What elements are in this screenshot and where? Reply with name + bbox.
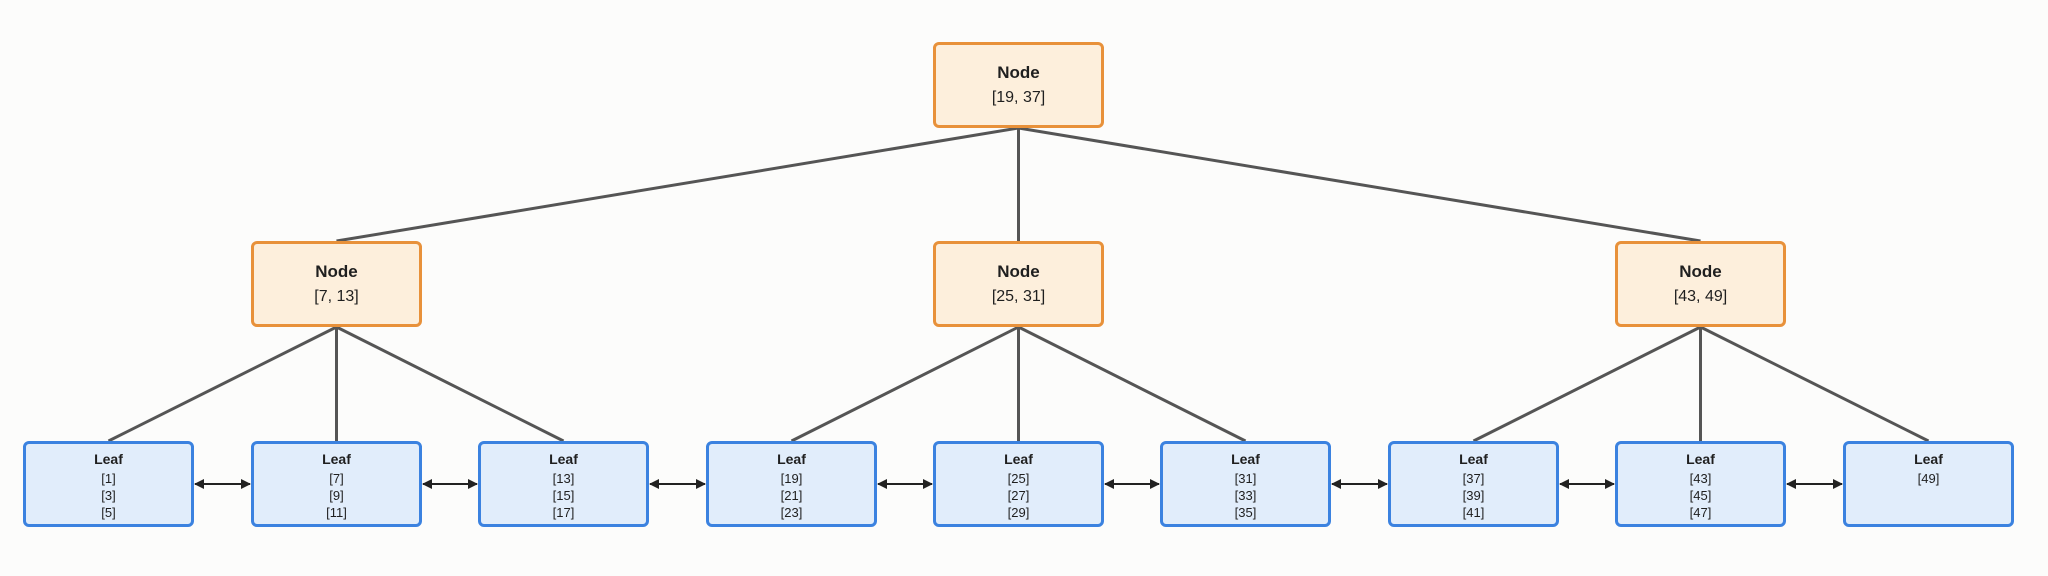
leaf-node-3: Leaf [13] [15] [17] — [478, 441, 649, 527]
tree-edge — [107, 325, 338, 443]
node-title: Node — [1679, 261, 1722, 281]
node-keys: [7, 13] — [314, 287, 359, 305]
internal-node-3: Node [43, 49] — [1615, 241, 1786, 327]
leaf-value: [15] — [552, 488, 575, 503]
leaf-value: [5] — [101, 505, 116, 520]
node-title: Node — [997, 62, 1040, 82]
leaf-value: [11] — [326, 505, 347, 520]
leaf-title: Leaf — [1459, 451, 1488, 467]
leaf-value: [13] — [552, 471, 575, 486]
tree-edge — [336, 126, 1019, 243]
leaf-title: Leaf — [1686, 451, 1715, 467]
tree-edge — [1472, 325, 1702, 443]
leaf-value: [47] — [1689, 505, 1712, 520]
tree-edge — [1017, 325, 1247, 443]
leaf-value: [21] — [780, 488, 803, 503]
leaf-node-4: Leaf [19] [21] [23] — [706, 441, 877, 527]
node-keys: [43, 49] — [1673, 287, 1728, 305]
leaf-value: [7] — [329, 471, 344, 486]
tree-edge — [335, 325, 565, 443]
node-title: Node — [997, 261, 1040, 281]
leaf-value: [25] — [1007, 471, 1030, 486]
leaf-value: [35] — [1234, 505, 1257, 520]
leaf-node-7: Leaf [37] [39] [41] — [1388, 441, 1559, 527]
leaf-node-2: Leaf [7] [9] [11] — [251, 441, 422, 527]
leaf-node-6: Leaf [31] [33] [35] — [1160, 441, 1331, 527]
leaf-value: [1] — [101, 471, 116, 486]
tree-edge — [1699, 325, 1930, 443]
leaf-value: [43] — [1689, 471, 1712, 486]
leaf-title: Leaf — [322, 451, 351, 467]
leaf-node-8: Leaf [43] [45] [47] — [1615, 441, 1786, 527]
node-keys: [19, 37] — [991, 88, 1046, 106]
leaf-value: [33] — [1234, 488, 1257, 503]
leaf-node-9: Leaf [49] — [1843, 441, 2014, 527]
leaf-node-1: Leaf [1] [3] [5] — [23, 441, 194, 527]
tree-edge — [1018, 126, 1701, 243]
node-title: Node — [315, 261, 358, 281]
root-node: Node [19, 37] — [933, 42, 1104, 128]
leaf-title: Leaf — [549, 451, 578, 467]
leaf-value: [3] — [101, 488, 116, 503]
leaf-value: [31] — [1234, 471, 1257, 486]
leaf-title: Leaf — [1004, 451, 1033, 467]
leaf-node-5: Leaf [25] [27] [29] — [933, 441, 1104, 527]
tree-edges — [107, 126, 1930, 443]
node-keys: [25, 31] — [991, 287, 1046, 305]
leaf-title: Leaf — [94, 451, 123, 467]
leaf-value: [29] — [1007, 505, 1030, 520]
leaf-title: Leaf — [1914, 451, 1943, 467]
leaf-title: Leaf — [777, 451, 806, 467]
leaf-value: [37] — [1462, 471, 1485, 486]
internal-node-1: Node [7, 13] — [251, 241, 422, 327]
leaf-value: [23] — [780, 505, 803, 520]
leaf-value: [49] — [1917, 471, 1940, 486]
internal-node-2: Node [25, 31] — [933, 241, 1104, 327]
leaf-value: [39] — [1462, 488, 1485, 503]
leaf-value: [17] — [552, 505, 575, 520]
tree-edge — [790, 325, 1020, 443]
leaf-value: [41] — [1462, 505, 1485, 520]
leaf-value: [19] — [780, 471, 803, 486]
leaf-value: [27] — [1007, 488, 1030, 503]
leaf-value: [45] — [1689, 488, 1712, 503]
leaf-title: Leaf — [1231, 451, 1260, 467]
leaf-value: [9] — [329, 488, 344, 503]
